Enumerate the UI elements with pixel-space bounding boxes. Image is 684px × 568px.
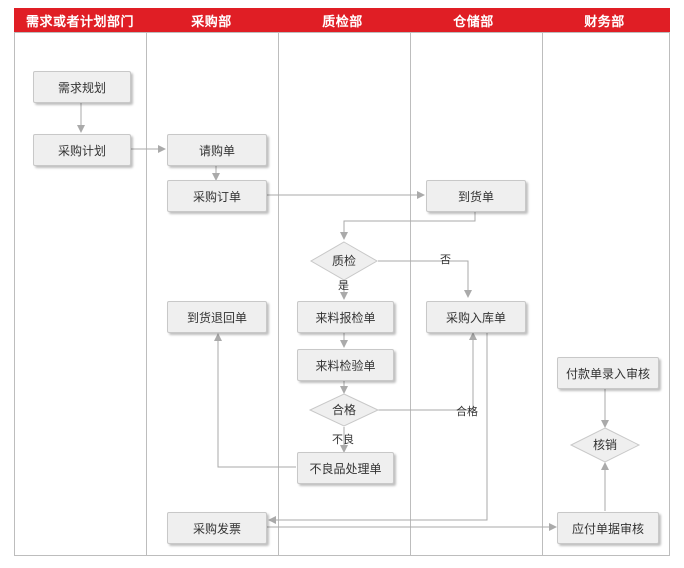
node-invoice: 采购发票 <box>167 512 267 544</box>
edge-warehouse-to-invoice <box>268 333 488 524</box>
lane-title-purchasing: 采购部 <box>191 14 232 30</box>
edge-label-yes: 是 <box>338 279 349 292</box>
decision-writeoff-label: 核销 <box>593 438 617 452</box>
node-arrival-note: 到货单 <box>426 180 526 212</box>
node-warehouse-in: 采购入库单 <box>426 301 526 333</box>
decision-writeoff: 核销 <box>569 427 641 463</box>
lane-title-planning: 需求或者计划部门 <box>25 14 134 30</box>
node-requisition: 请购单 <box>167 134 267 166</box>
edge-label-no: 否 <box>440 253 451 266</box>
decision-qualified-shape <box>308 393 380 427</box>
decision-qc-label: 质检 <box>332 253 356 268</box>
lane-header: 需求或者计划部门 采购部 质检部 仓储部 财务部 <box>14 8 670 32</box>
edge-arrival-to-qc <box>340 210 476 240</box>
decision-qc-shape <box>309 241 379 281</box>
lane-outline <box>14 32 670 556</box>
lane-title-quality: 质检部 <box>322 14 363 30</box>
lane-borders <box>14 32 670 556</box>
edge-qualified-to-warehouse <box>378 332 477 411</box>
node-incoming-report: 来料报检单 <box>297 301 394 333</box>
decision-qualified: 合格 <box>308 393 380 427</box>
node-payable-review: 应付单据审核 <box>557 512 659 544</box>
lane-title-finance: 财务部 <box>584 14 625 30</box>
node-defect-handling: 不良品处理单 <box>297 452 394 484</box>
edge-qc-to-warehouse-no <box>378 260 472 298</box>
node-purchase-plan: 采购计划 <box>33 134 131 166</box>
node-demand-plan: 需求规划 <box>33 71 131 103</box>
node-payment-entry: 付款单录入审核 <box>557 357 659 389</box>
decision-qc: 质检 <box>309 241 379 281</box>
decision-qualified-label: 合格 <box>332 402 356 417</box>
node-incoming-inspection: 来料检验单 <box>297 349 394 381</box>
decision-writeoff-shape <box>569 427 641 463</box>
edge-defect-to-return <box>214 333 296 468</box>
edge-label-defective: 不良 <box>332 433 354 446</box>
node-return-note: 到货退回单 <box>167 301 267 333</box>
node-purchase-order: 采购订单 <box>167 180 267 212</box>
lane-title-warehouse: 仓储部 <box>453 14 494 30</box>
edge-label-qualified: 合格 <box>456 405 478 418</box>
